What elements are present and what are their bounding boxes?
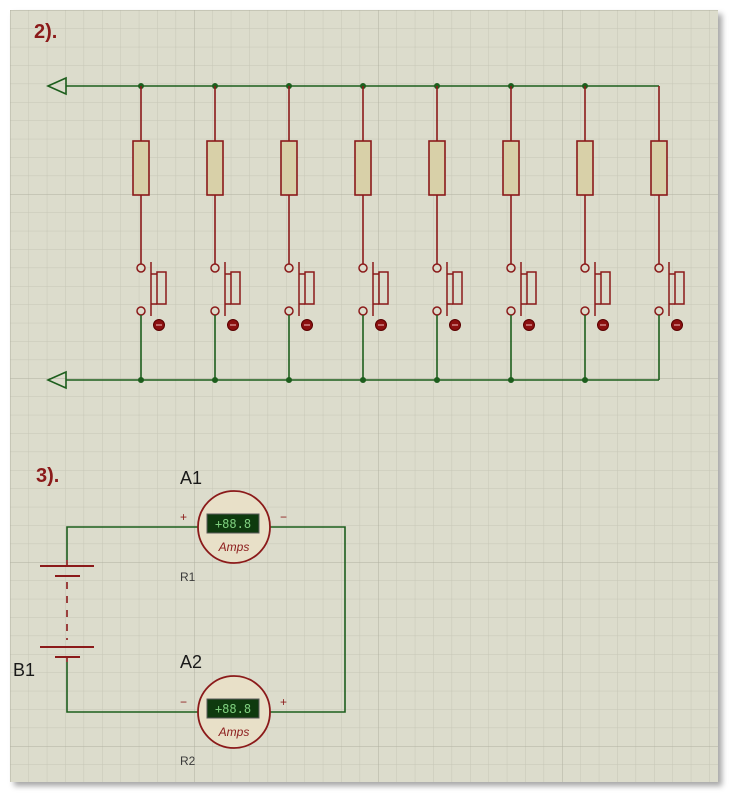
ammeter-a1-display bbox=[206, 513, 260, 534]
button-contact-bottom-8 bbox=[654, 306, 664, 316]
button-contact-top-2 bbox=[210, 263, 220, 273]
bottom-bus-terminal bbox=[46, 370, 67, 390]
section-3-label: 3). bbox=[36, 465, 59, 487]
button-contact-bottom-2 bbox=[210, 306, 220, 316]
top-bus-terminal bbox=[46, 76, 67, 96]
ammeter-a1-plus-terminal: + bbox=[180, 510, 187, 524]
button-contact-bottom-3 bbox=[284, 306, 294, 316]
resistor-1 bbox=[132, 140, 150, 196]
button-contact-top-8 bbox=[654, 263, 664, 273]
ammeter-a2-display-value: +88.8 bbox=[215, 702, 251, 716]
button-contact-top-1 bbox=[136, 263, 146, 273]
resistor-8 bbox=[650, 140, 668, 196]
battery-b1 bbox=[40, 560, 94, 662]
button-contact-top-7 bbox=[580, 263, 590, 273]
button-cap-3 bbox=[304, 271, 315, 305]
resistor-3 bbox=[280, 140, 298, 196]
button-contact-bottom-5 bbox=[432, 306, 442, 316]
wire-a1-to-a2 bbox=[270, 526, 346, 713]
ammeter-a2-minus-terminal: − bbox=[180, 695, 187, 709]
section-2-label: 2). bbox=[34, 21, 57, 43]
grid-major bbox=[10, 10, 718, 782]
resistor-5 bbox=[428, 140, 446, 196]
ammeter-circuit: B1 A1 +88.8 Amps + − R1 A2 +88.8 Amps − bbox=[13, 468, 346, 768]
ammeter-a1-minus-terminal: − bbox=[280, 510, 287, 524]
button-contact-bottom-1 bbox=[136, 306, 146, 316]
ammeter-a2-plus-terminal: + bbox=[280, 695, 287, 709]
button-cap-1 bbox=[156, 271, 167, 305]
button-cap-8 bbox=[674, 271, 685, 305]
ammeter-a1-ref: A1 bbox=[180, 468, 202, 488]
wire-a2-to-battery bbox=[66, 662, 198, 713]
resistor-7 bbox=[576, 140, 594, 196]
resistor-2 bbox=[206, 140, 224, 196]
button-contact-top-3 bbox=[284, 263, 294, 273]
resistor-4 bbox=[354, 140, 372, 196]
button-cap-2 bbox=[230, 271, 241, 305]
component-columns bbox=[132, 83, 685, 383]
ammeter-a1-display-value: +88.8 bbox=[215, 517, 251, 531]
battery-ref-label: B1 bbox=[13, 660, 35, 680]
ammeter-a2: A2 +88.8 Amps − + R2 bbox=[180, 652, 287, 768]
ammeter-a1-sub-label: R1 bbox=[180, 570, 196, 584]
ammeter-a2-unit: Amps bbox=[218, 725, 250, 739]
button-contact-top-4 bbox=[358, 263, 368, 273]
button-cap-6 bbox=[526, 271, 537, 305]
ammeter-a2-sub-label: R2 bbox=[180, 754, 196, 768]
button-contact-bottom-6 bbox=[506, 306, 516, 316]
button-contact-top-5 bbox=[432, 263, 442, 273]
button-contact-bottom-7 bbox=[580, 306, 590, 316]
ammeter-a1-unit: Amps bbox=[218, 540, 250, 554]
wire-battery-to-a1 bbox=[66, 526, 198, 560]
resistor-6 bbox=[502, 140, 520, 196]
button-cap-5 bbox=[452, 271, 463, 305]
button-cap-4 bbox=[378, 271, 389, 305]
button-contact-top-6 bbox=[506, 263, 516, 273]
ammeter-a1: A1 +88.8 Amps + − R1 bbox=[180, 468, 287, 584]
button-contact-bottom-4 bbox=[358, 306, 368, 316]
button-cap-7 bbox=[600, 271, 611, 305]
pushbutton-resistor-array bbox=[46, 76, 685, 390]
ammeter-a2-ref: A2 bbox=[180, 652, 202, 672]
ammeter-a2-display bbox=[206, 698, 260, 719]
